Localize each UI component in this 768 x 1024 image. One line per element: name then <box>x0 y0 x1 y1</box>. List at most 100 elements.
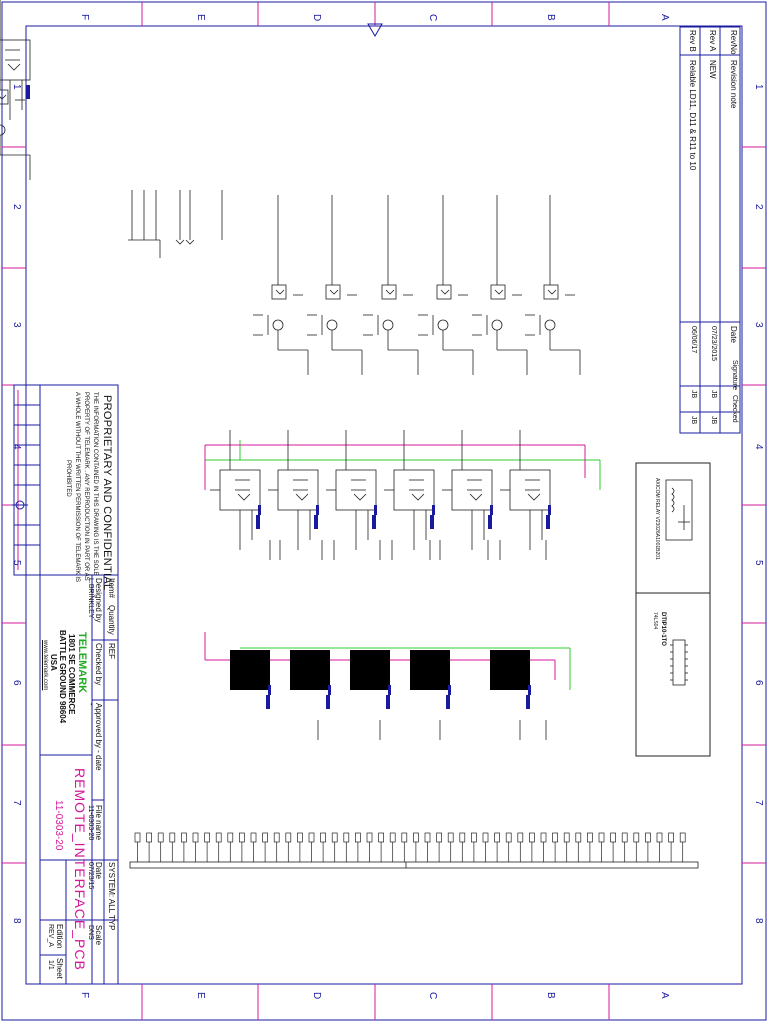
zone-letter: C <box>427 14 438 22</box>
relay-drivers-lower <box>219 609 531 731</box>
filename-value: 11-0303-20 <box>87 805 94 841</box>
ic-part-box <box>635 592 711 757</box>
rev-row-a-note: NEW <box>708 60 717 79</box>
connector-pin <box>459 832 466 843</box>
connector-pin <box>552 832 558 843</box>
approved-label: Approved by - date <box>94 703 103 771</box>
rev-row-a-rev: Rev A <box>708 30 717 52</box>
connector-pin <box>633 832 640 843</box>
part-value-markers <box>258 505 551 695</box>
company-address-1: 1801 SE COMMERCE <box>67 634 76 715</box>
confidential-title: PROPRIETARY AND CONFIDENTIAL <box>101 395 113 591</box>
date-label: Date <box>94 862 103 879</box>
drawing-title: REMOTE_INTERFACE_PCB <box>72 768 88 971</box>
ic-name: DTIP10-1TO <box>660 612 666 646</box>
connector-pin <box>575 832 582 843</box>
rev-header-checked: Checked <box>731 395 738 423</box>
connector-pin <box>134 832 141 843</box>
zone-letter: E <box>195 992 206 999</box>
connector-pin <box>181 832 187 843</box>
header-connector <box>129 861 699 869</box>
scale-label: Scale <box>94 925 103 946</box>
connector-pin <box>436 832 442 843</box>
connector-pin <box>215 832 222 843</box>
zone-number: 3 <box>753 322 764 328</box>
connector-pin <box>320 832 326 843</box>
rev-header-revno: RevNo <box>729 30 738 55</box>
connector-pin <box>401 832 408 843</box>
connector-pin <box>169 832 176 843</box>
rev-header-note: Revision note <box>729 60 738 109</box>
connector-pin <box>146 832 152 843</box>
driver-stages <box>0 0 581 376</box>
company-address-3: USA <box>49 654 58 671</box>
relay-note: AXICOM RELAY V23026A1001B201 <box>654 478 660 560</box>
zone-letter: B <box>545 992 556 999</box>
inner-frame <box>25 25 743 985</box>
connector-pin <box>482 832 489 843</box>
connector-pin <box>239 832 245 843</box>
ic-note: 74LS04 <box>652 612 658 630</box>
rev-row-a-checked: JB <box>710 416 717 425</box>
connector-pin <box>645 832 651 843</box>
edition-label: Edition <box>55 924 64 949</box>
connector-pin <box>587 832 593 843</box>
rev-row-b-note: Relable LD11, D11 & R11 to 10 <box>688 60 697 171</box>
rev-header-date: Date <box>729 326 738 343</box>
zone-letter: B <box>545 14 556 21</box>
zone-number: 6 <box>753 680 764 686</box>
connector-pin <box>529 832 535 843</box>
connector-pin <box>297 832 303 843</box>
zone-number: 7 <box>11 800 22 806</box>
zone-number: 2 <box>753 204 764 210</box>
company-website: www.telemark.com <box>42 640 48 691</box>
center-mark-top <box>367 23 383 37</box>
connector-pin <box>308 832 315 843</box>
zone-number: 8 <box>753 918 764 924</box>
sheet-value: 1/1 <box>47 960 54 970</box>
connector-pin <box>285 832 292 843</box>
connector-pin <box>540 832 547 843</box>
connector-pin <box>413 832 419 843</box>
connector-pin <box>505 832 512 843</box>
company-address-2: BATTLE GROUND 98604 <box>58 630 67 724</box>
header-item: Item# <box>107 578 116 599</box>
checked-by-label: Checked by <box>94 643 103 686</box>
connector-pin <box>610 832 616 843</box>
rev-row-a-signature: JB <box>710 390 717 399</box>
connector-pin <box>471 832 477 843</box>
connector-pin <box>273 832 280 843</box>
rev-row-a-date: 07/23/2015 <box>710 326 717 362</box>
input-connectors <box>128 190 223 258</box>
connector-pin <box>598 832 605 843</box>
zone-number: 3 <box>11 322 22 328</box>
connector-pin <box>389 832 396 843</box>
connector-pin <box>494 832 500 843</box>
connector-pin <box>378 832 384 843</box>
confidential-line: THE INFORMATION CONTAINED IN THIS DRAWIN… <box>92 392 98 576</box>
relay-drivers-upper <box>0 0 551 551</box>
connector-pin <box>355 832 361 843</box>
rev-row-b-signature: JB <box>690 390 697 399</box>
zone-letter: A <box>659 992 670 999</box>
zone-letter: F <box>79 992 90 999</box>
zone-letter: D <box>311 992 322 1000</box>
system-label: SYSTEM: ALL TYP <box>107 862 116 931</box>
connector-pin <box>424 832 431 843</box>
connector-pin <box>563 832 570 843</box>
designed-by-value: L.BRINKLEY <box>87 578 94 619</box>
power-rails-upper <box>204 440 601 490</box>
date-value: 07/23/15 <box>87 862 94 890</box>
connector-pin <box>447 832 454 843</box>
header-ref: REF <box>107 643 116 659</box>
zone-number: 4 <box>11 444 22 450</box>
approved-value: - <box>87 703 94 706</box>
designed-by-label: Designed by <box>94 578 103 623</box>
confidential-line: A WHOLE WITHOUT THE WRITTEN PERMISSION O… <box>74 392 80 583</box>
zone-letter: F <box>79 14 90 21</box>
zone-letter: E <box>195 14 206 21</box>
connector-pin <box>679 832 686 843</box>
header-quantity: Quantity <box>107 605 116 635</box>
edition-value: REV_A <box>47 924 54 947</box>
